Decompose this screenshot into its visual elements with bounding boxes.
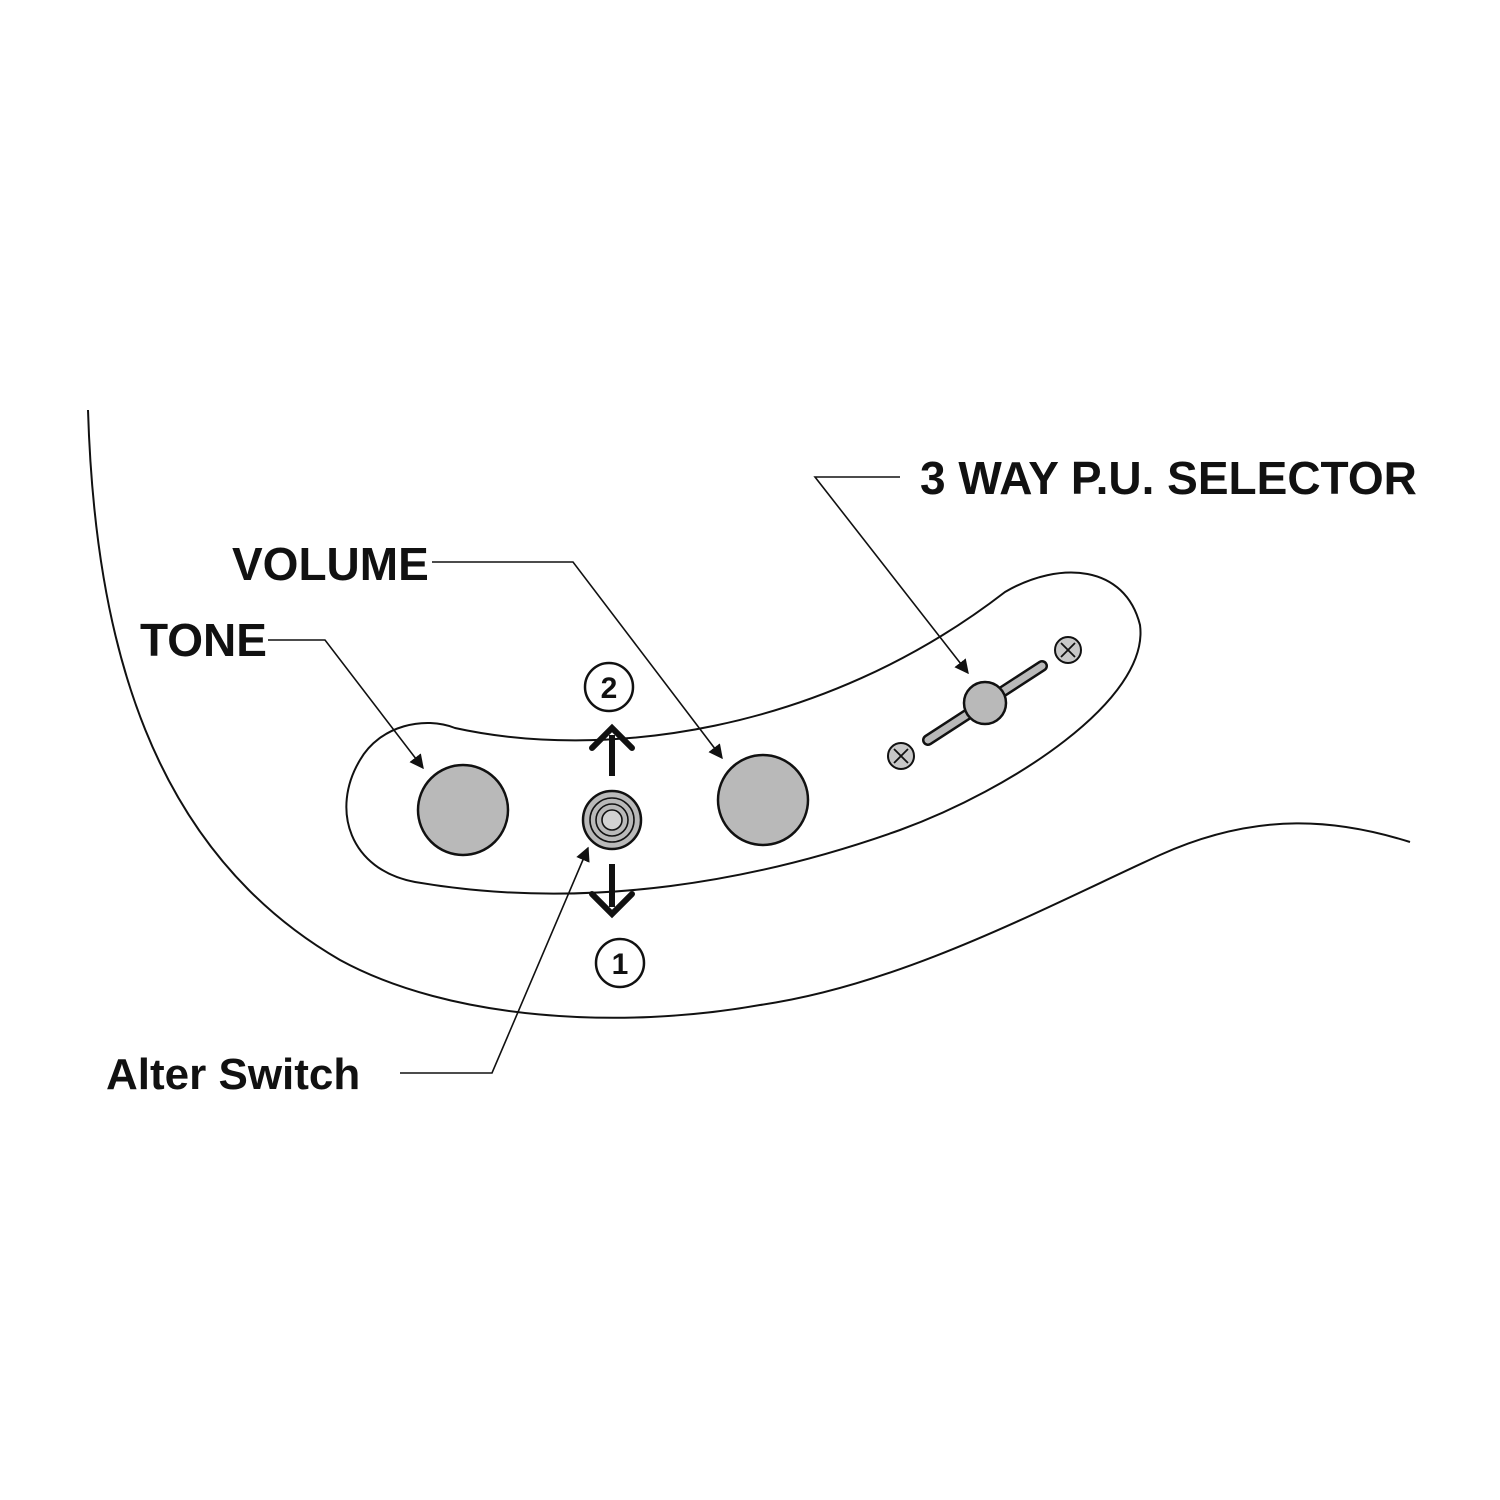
tone-label: TONE: [140, 614, 267, 666]
tone-leader-line: [268, 639, 424, 770]
svg-text:1: 1: [612, 948, 629, 981]
screw-icon: [1054, 636, 1082, 664]
guitar-body-outline: [87, 409, 1411, 1019]
control-plate-outline: [345, 571, 1142, 895]
position-1-marker: 1: [594, 937, 646, 989]
volume-knob[interactable]: [716, 753, 810, 847]
volume-label: VOLUME: [232, 538, 429, 590]
arrow-up-icon: [589, 723, 635, 776]
selector-tip[interactable]: [962, 680, 1008, 726]
alter-switch-leader-line: [400, 846, 590, 1074]
volume-leader-line: [432, 561, 723, 760]
tone-knob[interactable]: [416, 763, 510, 857]
selector-label: 3 WAY P.U. SELECTOR: [920, 452, 1417, 504]
selector-leader-line: [813, 476, 969, 675]
screw-icon: [887, 742, 915, 770]
pickup-selector[interactable]: [922, 660, 1048, 746]
alter-switch-label: Alter Switch: [106, 1050, 360, 1099]
arrow-down-icon: [589, 864, 635, 919]
alter-switch-button[interactable]: [581, 789, 643, 851]
svg-text:2: 2: [601, 672, 618, 705]
position-2-marker: 2: [583, 661, 635, 713]
